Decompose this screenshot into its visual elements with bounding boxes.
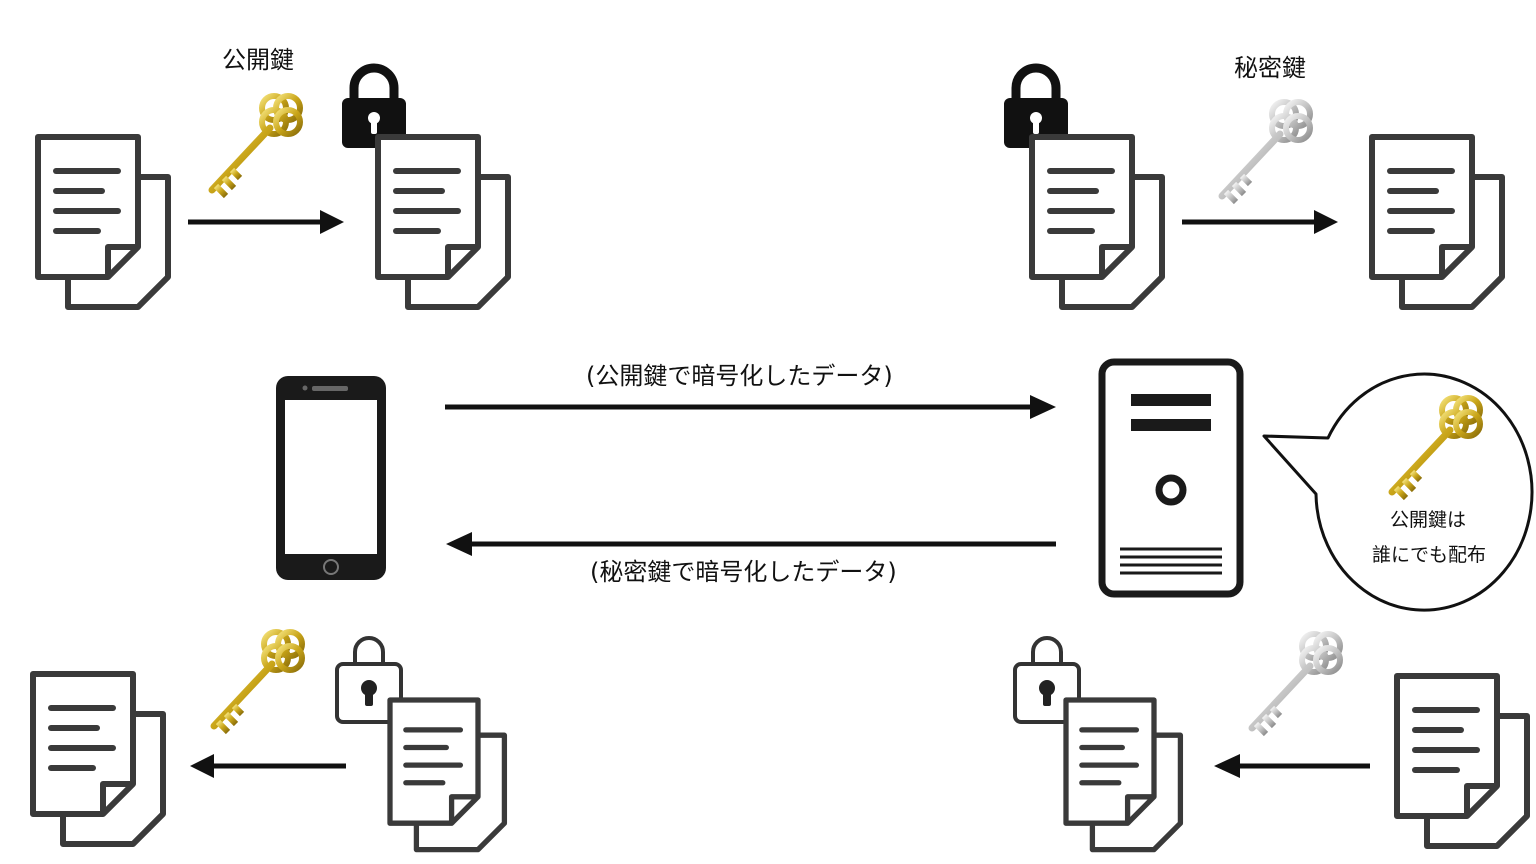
document-icon-bottom-right-encrypted <box>1066 700 1180 850</box>
arrow-back-to-phone <box>446 532 1056 556</box>
arrow-right-top-right <box>1182 210 1338 234</box>
document-icon-top-right-encrypted <box>1032 137 1162 307</box>
document-icon-bottom-left-encrypted <box>390 700 504 850</box>
gold-key-icon-top-left <box>212 96 300 196</box>
arrow-left-bottom-right <box>1214 754 1370 778</box>
document-icon-top-right-plain <box>1372 137 1502 307</box>
gold-key-icon-bottom-left <box>214 632 302 732</box>
silver-key-icon-bottom-right <box>1252 634 1340 734</box>
smartphone-icon <box>276 376 386 580</box>
bubble-text-line-1: 公開鍵は <box>1389 509 1466 531</box>
document-icon-bottom-left-plain <box>33 674 163 844</box>
arrow-right-top-left <box>188 210 344 234</box>
server-icon <box>1098 358 1244 598</box>
arrow-left-bottom-left <box>190 754 346 778</box>
bubble-text-line-2: 誰にでも配布 <box>1371 544 1486 566</box>
private-key-label: 秘密鍵 <box>1234 54 1306 82</box>
back-arrow-label: (秘密鍵で暗号化したデータ) <box>590 558 897 586</box>
document-icon-top-left-plain <box>38 137 168 307</box>
forward-arrow-label: (公開鍵で暗号化したデータ) <box>586 362 893 390</box>
arrow-forward-to-server <box>445 395 1056 419</box>
document-icon-bottom-right-plain <box>1397 676 1527 846</box>
public-key-label: 公開鍵 <box>222 46 294 74</box>
silver-key-icon-top-right <box>1222 102 1310 202</box>
document-icon-top-left-encrypted <box>378 137 508 307</box>
